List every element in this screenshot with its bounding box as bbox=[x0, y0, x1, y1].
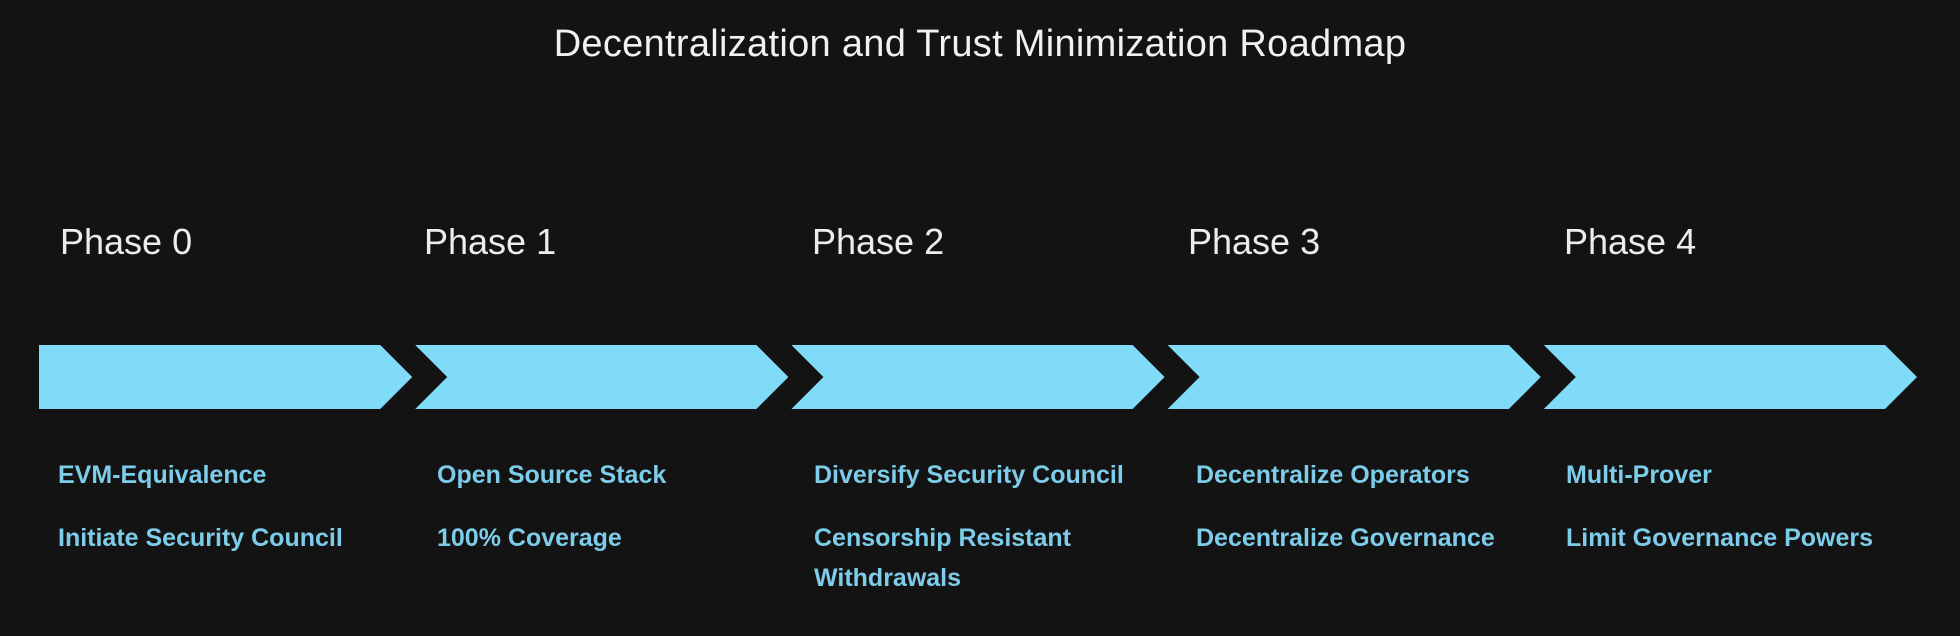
bullet-item: Limit Governance Powers bbox=[1566, 524, 1874, 552]
arrow-segment-phase-3 bbox=[1168, 345, 1541, 409]
phase-4-label: Phase 4 bbox=[1564, 221, 1697, 262]
arrow-segment-phase-1 bbox=[415, 345, 788, 409]
phase-2-items: Diversify Security Council Censorship Re… bbox=[814, 455, 1194, 621]
phase-1-label: Phase 1 bbox=[424, 221, 557, 262]
bullet-item: EVM-Equivalence bbox=[58, 461, 267, 489]
phase-0-label: Phase 0 bbox=[60, 221, 193, 262]
phase-0-items: EVM-Equivalence Initiate Security Counci… bbox=[58, 455, 438, 581]
bullet-item: Censorship Resistant Withdrawals bbox=[814, 524, 1072, 592]
bullet-item: Diversify Security Council bbox=[814, 461, 1124, 489]
bullet-item: Initiate Security Council bbox=[58, 524, 343, 552]
phase-3-items: Decentralize Operators Decentralize Gove… bbox=[1196, 455, 1576, 581]
arrow-segment-phase-0 bbox=[39, 345, 412, 409]
arrow-segment-phase-4 bbox=[1544, 345, 1917, 409]
phase-2-label: Phase 2 bbox=[812, 221, 945, 262]
bullet-item: Decentralize Governance bbox=[1196, 524, 1495, 552]
arrow-segment-phase-2 bbox=[791, 345, 1164, 409]
bullet-item: Multi-Prover bbox=[1566, 461, 1712, 489]
phase-3-label: Phase 3 bbox=[1188, 221, 1321, 262]
diagram-title: Decentralization and Trust Minimization … bbox=[553, 23, 1407, 65]
bullet-item: Open Source Stack bbox=[437, 461, 667, 489]
phase-1-items: Open Source Stack 100% Coverage bbox=[437, 455, 817, 581]
bullet-item: Decentralize Operators bbox=[1196, 461, 1470, 489]
bullet-item: 100% Coverage bbox=[437, 524, 622, 552]
phase-4-items: Multi-Prover Limit Governance Powers bbox=[1566, 455, 1946, 581]
timeline-arrow-band bbox=[39, 345, 1917, 409]
